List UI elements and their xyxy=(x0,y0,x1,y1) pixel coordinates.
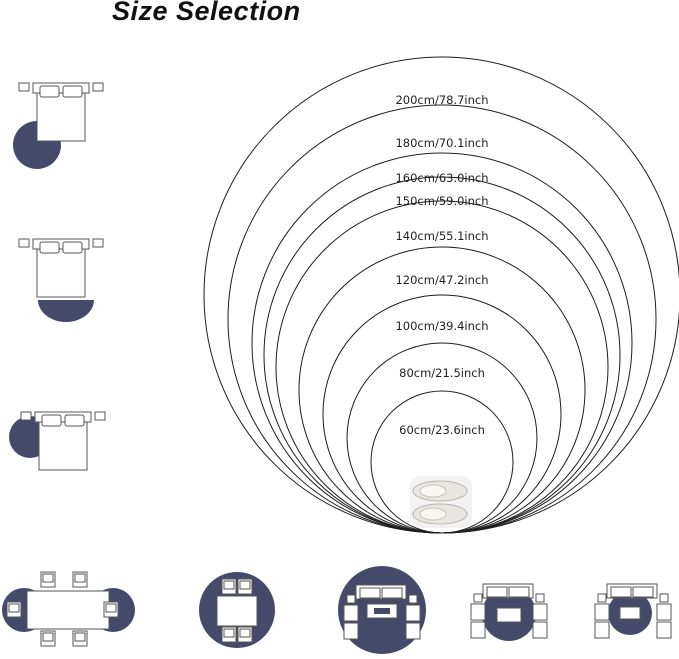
size-label: 200cm/78.7inch xyxy=(395,93,488,107)
bed-scene-2 xyxy=(18,238,104,322)
dining-scene-2 xyxy=(199,572,275,648)
size-label: 180cm/70.1inch xyxy=(395,136,488,150)
size-labels: 200cm/78.7inch 180cm/70.1inch 160cm/63.0… xyxy=(395,93,488,437)
living-scene-1 xyxy=(338,566,426,654)
bed-scene-3 xyxy=(9,411,106,471)
ring-60cm xyxy=(370,390,514,534)
bed-scene-1 xyxy=(13,82,104,169)
slippers-icon xyxy=(410,476,472,528)
size-label: 80cm/21.5inch xyxy=(399,366,485,380)
size-rings xyxy=(203,56,679,534)
size-label: 60cm/23.6inch xyxy=(399,423,485,437)
size-label: 100cm/39.4inch xyxy=(395,319,488,333)
page-title: Size Selection xyxy=(112,0,301,26)
dining-scene-1 xyxy=(2,571,135,647)
living-scene-2 xyxy=(470,583,548,641)
rug-icon xyxy=(38,300,94,322)
size-label: 120cm/47.2inch xyxy=(395,273,488,287)
size-label: 140cm/55.1inch xyxy=(395,229,488,243)
living-scene-3 xyxy=(594,583,672,639)
size-label: 150cm/59.0inch xyxy=(395,194,488,208)
size-label: 160cm/63.0inch xyxy=(395,171,488,185)
